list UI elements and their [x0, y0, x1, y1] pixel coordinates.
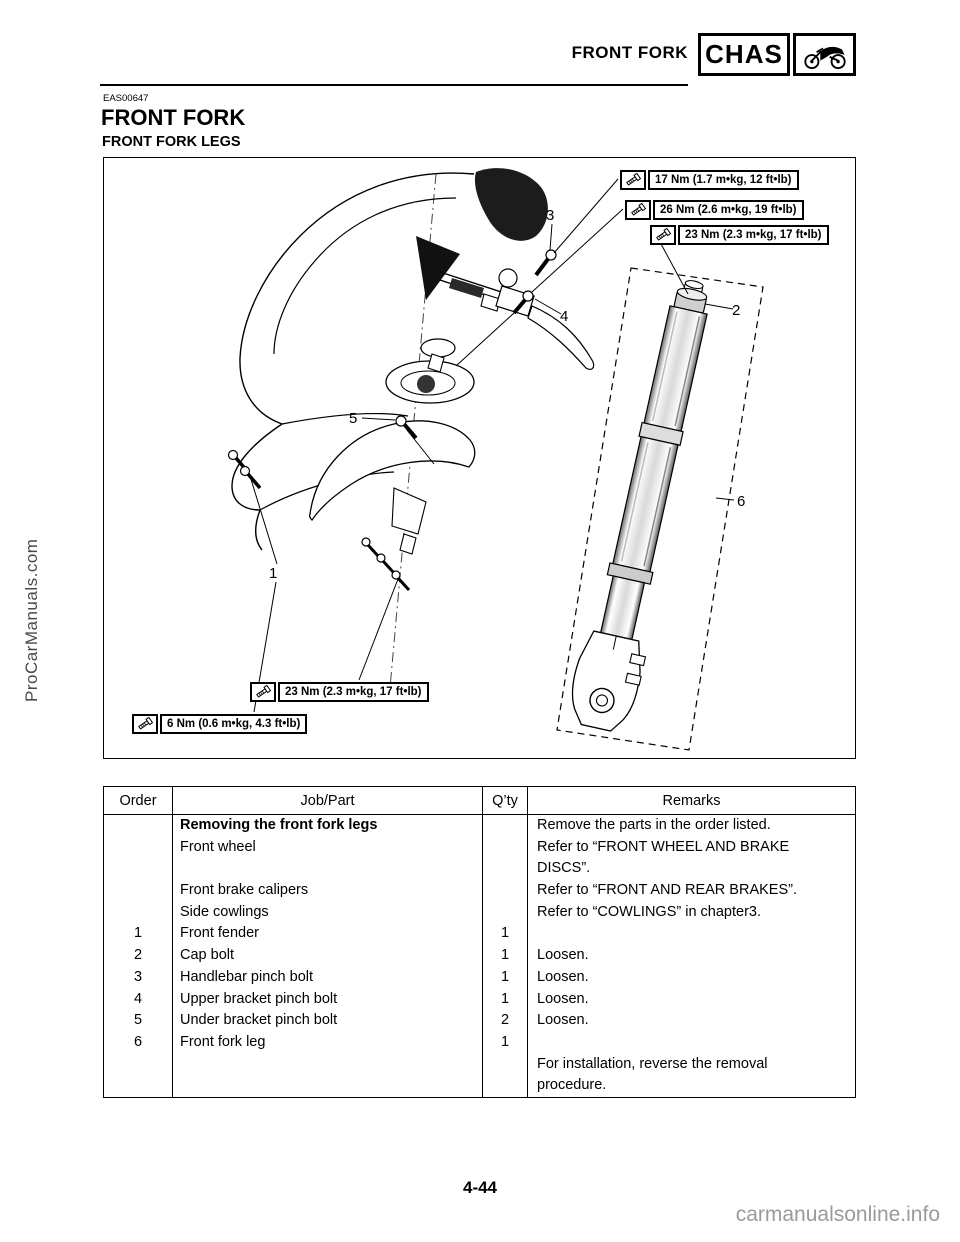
- header-section-title: FRONT FORK: [571, 43, 688, 62]
- screw-icon: [625, 200, 651, 220]
- fork-diagram-art: [227, 168, 764, 751]
- torque-callout-26nm: 26 Nm (2.6 m•kg, 19 ft•lb): [625, 200, 804, 220]
- col-header-order: Order: [119, 792, 157, 809]
- part-label-5: 5: [349, 410, 358, 427]
- torque-callout-23nm-top: 23 Nm (2.3 m•kg, 17 ft•lb): [650, 225, 829, 245]
- page-subtitle: FRONT FORK LEGS: [102, 134, 241, 150]
- part-label-1: 1: [269, 565, 278, 582]
- parts-table: Order Job/Part Q’ty Remarks Removing the…: [103, 786, 856, 1098]
- side-watermark: ProCarManuals.com: [22, 538, 41, 702]
- table-row: procedure.: [104, 1075, 855, 1097]
- reference-code: EAS00647: [103, 93, 149, 104]
- chapter-icon-box: [793, 33, 856, 76]
- torque-value: 6 Nm (0.6 m•kg, 4.3 ft•lb): [160, 714, 308, 734]
- header-rule: [100, 84, 688, 86]
- torque-value: 17 Nm (1.7 m•kg, 12 ft•lb): [648, 170, 799, 190]
- col-header-qty: Q’ty: [482, 787, 527, 814]
- part-label-2: 2: [732, 302, 741, 319]
- table-row: Front brake calipers Refer to “FRONT AND…: [104, 880, 855, 902]
- table-row: Side cowlings Refer to “COWLINGS” in cha…: [104, 901, 855, 924]
- col-header-job: Job/Part: [172, 787, 482, 814]
- table-row: 2 Cap bolt 1 Loosen.: [104, 945, 855, 967]
- torque-value: 23 Nm (2.3 m•kg, 17 ft•lb): [678, 225, 829, 245]
- table-row: 3 Handlebar pinch bolt 1 Loosen.: [104, 966, 855, 989]
- torque-callout-6nm: 6 Nm (0.6 m•kg, 4.3 ft•lb): [132, 714, 308, 734]
- table-row: 4 Upper bracket pinch bolt 1 Loosen.: [104, 988, 855, 1011]
- table-row: DISCS”.: [104, 858, 855, 881]
- page-number: 4-44: [462, 1178, 498, 1197]
- torque-callout-17nm: 17 Nm (1.7 m•kg, 12 ft•lb): [620, 170, 799, 190]
- chapter-code-box: CHAS: [698, 33, 790, 76]
- screw-icon: [250, 682, 276, 702]
- table-header-row: Order Job/Part Q’ty Remarks: [104, 787, 855, 815]
- part-label-4: 4: [560, 308, 569, 325]
- bottom-watermark: carmanualsonline.info: [735, 1203, 940, 1226]
- table-row: Front wheel Refer to “FRONT WHEEL AND BR…: [104, 836, 855, 859]
- col-header-remarks: Remarks: [527, 787, 855, 814]
- part-label-3: 3: [546, 207, 555, 224]
- table-row: 6 Front fork leg 1: [104, 1031, 855, 1054]
- torque-value: 26 Nm (2.6 m•kg, 19 ft•lb): [653, 200, 804, 220]
- screw-icon: [650, 225, 676, 245]
- table-row: 1 Front fender 1: [104, 923, 855, 946]
- torque-callout-23nm-bottom: 23 Nm (2.3 m•kg, 17 ft•lb): [250, 682, 429, 702]
- page-title: FRONT FORK: [101, 105, 246, 130]
- screw-icon: [132, 714, 158, 734]
- table-row: 5 Under bracket pinch bolt 2 Loosen.: [104, 1010, 855, 1032]
- motorcycle-icon: [803, 46, 846, 69]
- part-label-6: 6: [737, 493, 746, 510]
- table-body: Removing the front fork legs Remove the …: [104, 815, 855, 1097]
- exploded-view-diagram: 17 Nm (1.7 m•kg, 12 ft•lb) 26 Nm (2.6 m•…: [103, 157, 856, 759]
- screw-icon: [620, 170, 646, 190]
- table-row: For installation, reverse the removal: [104, 1053, 855, 1076]
- table-row: Removing the front fork legs Remove the …: [104, 815, 855, 837]
- chapter-code: CHAS: [705, 39, 783, 69]
- torque-value: 23 Nm (2.3 m•kg, 17 ft•lb): [278, 682, 429, 702]
